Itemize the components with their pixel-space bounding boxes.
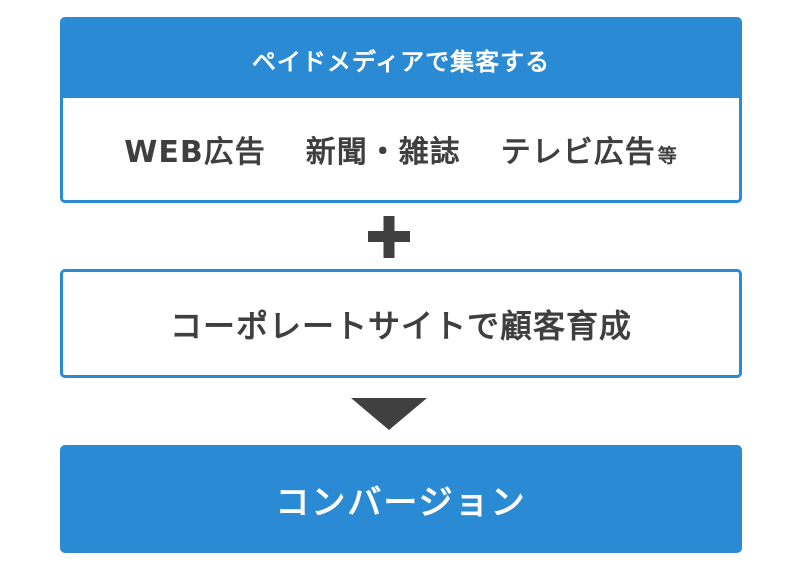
plus-icon-vertical-bar [383, 216, 395, 258]
arrow-down-icon [351, 398, 427, 430]
arrow-down-triangle [351, 398, 427, 430]
media-item-web-ads: WEB広告 [124, 135, 266, 170]
media-item-newspaper-magazine: 新聞・雑誌 [305, 135, 461, 170]
corporate-site-box: コーポレートサイトで顧客育成 [60, 269, 742, 378]
conversion-box: コンバージョン [60, 445, 742, 553]
plus-icon [368, 216, 410, 258]
paid-media-box: ペイドメディアで集客する WEB広告 新聞・雑誌 テレビ広告等 [60, 17, 742, 203]
corporate-site-label: コーポレートサイトで顧客育成 [169, 306, 632, 345]
media-suffix-etc: 等 [657, 145, 678, 167]
paid-media-header: ペイドメディアで集客する [63, 20, 739, 98]
paid-media-list: WEB広告 新聞・雑誌 テレビ広告等 [63, 98, 739, 200]
media-item-tv-ads: テレビ広告等 [501, 127, 678, 171]
media-item-tv-ads-label: テレビ広告 [500, 135, 656, 170]
conversion-label: コンバージョン [275, 482, 527, 523]
